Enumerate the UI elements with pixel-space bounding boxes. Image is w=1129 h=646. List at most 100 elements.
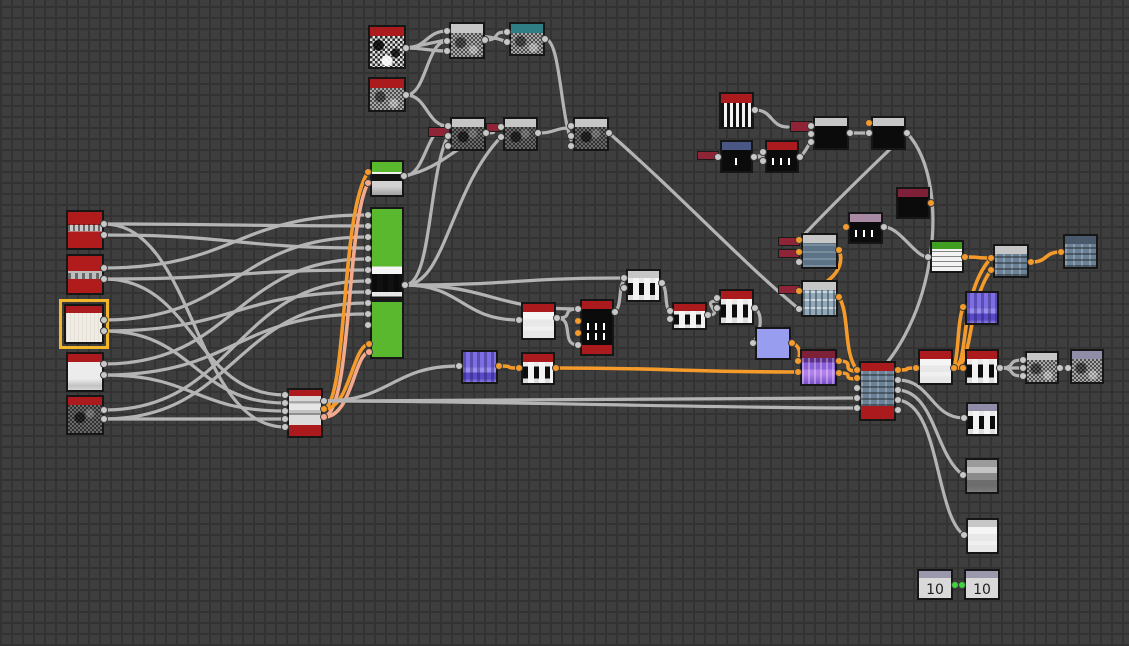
input-port[interactable] — [713, 304, 721, 312]
wire[interactable] — [102, 257, 368, 366]
output-port[interactable] — [796, 153, 804, 161]
output-port[interactable] — [927, 199, 935, 207]
wire[interactable] — [102, 268, 368, 281]
output-port[interactable] — [950, 364, 958, 372]
input-port[interactable] — [713, 294, 721, 302]
mid-red-rows-node[interactable] — [521, 302, 556, 340]
input-port[interactable] — [364, 179, 372, 187]
input-port[interactable] — [794, 357, 802, 365]
input-port[interactable] — [364, 299, 372, 307]
wire[interactable] — [102, 279, 368, 412]
input-port[interactable] — [666, 315, 674, 323]
output-port[interactable] — [100, 415, 108, 423]
input-port[interactable] — [365, 348, 373, 356]
input-port[interactable] — [620, 274, 628, 282]
output-port[interactable] — [495, 362, 503, 370]
src-selected-node[interactable] — [59, 299, 109, 349]
input-port[interactable] — [281, 407, 289, 415]
input-port[interactable] — [794, 368, 802, 376]
tile-gen-1-node[interactable] — [626, 269, 661, 302]
input-port[interactable] — [1019, 364, 1027, 372]
input-port[interactable] — [281, 399, 289, 407]
input-port[interactable] — [281, 415, 289, 423]
input-port[interactable] — [959, 364, 967, 372]
input-port[interactable] — [795, 287, 803, 295]
input-port[interactable] — [1019, 356, 1027, 364]
output-port[interactable] — [996, 364, 1004, 372]
black-mauve-node[interactable] — [848, 212, 883, 244]
output-port[interactable] — [835, 357, 843, 365]
output-port[interactable] — [903, 129, 911, 137]
output-port[interactable] — [605, 129, 613, 137]
green-tall-node[interactable] — [370, 207, 404, 359]
tex-noise-bw-node[interactable] — [368, 25, 406, 69]
tile-gen-3-node[interactable] — [719, 289, 754, 325]
filter-top-1-node[interactable] — [449, 22, 485, 59]
output-port[interactable] — [750, 153, 758, 161]
output-port[interactable] — [100, 231, 108, 239]
output-port[interactable] — [751, 106, 759, 114]
bottom-rows-node[interactable] — [966, 518, 999, 554]
output-port[interactable] — [894, 366, 902, 374]
src-red-stripe-2-node[interactable] — [66, 254, 104, 295]
input-port[interactable] — [960, 414, 968, 422]
input-port[interactable] — [364, 244, 372, 252]
input-port[interactable] — [364, 168, 372, 176]
output-port[interactable] — [541, 35, 549, 43]
wire[interactable] — [403, 134, 450, 287]
input-port[interactable] — [759, 148, 767, 156]
normal-map-1-node[interactable] — [461, 350, 498, 384]
input-port[interactable] — [364, 233, 372, 241]
input-port[interactable] — [443, 47, 451, 55]
output-port[interactable] — [553, 314, 561, 322]
wire[interactable] — [555, 316, 580, 347]
output-port[interactable] — [880, 223, 888, 231]
output-port[interactable] — [400, 172, 408, 180]
output-port[interactable] — [401, 281, 409, 289]
big-red-blend-node[interactable] — [859, 361, 896, 421]
input-port[interactable] — [443, 27, 451, 35]
input-port[interactable] — [567, 132, 575, 140]
wire[interactable] — [322, 170, 370, 411]
output-port[interactable] — [1056, 364, 1064, 372]
input-port[interactable] — [364, 222, 372, 230]
input-port[interactable] — [960, 531, 968, 539]
slate-b-node[interactable] — [801, 280, 838, 317]
input-port[interactable] — [666, 307, 674, 315]
black-a-node[interactable] — [813, 116, 849, 150]
wire[interactable] — [554, 366, 800, 374]
bottom-height-node[interactable] — [965, 458, 999, 494]
black-navy-node[interactable] — [720, 140, 753, 173]
wire[interactable] — [403, 135, 503, 287]
tex-noise-gray-node[interactable] — [368, 77, 406, 112]
filter-mid-1-node[interactable] — [450, 117, 486, 151]
wire[interactable] — [102, 329, 287, 405]
wire[interactable] — [102, 222, 368, 228]
output-port[interactable] — [402, 91, 410, 99]
input-port[interactable] — [759, 157, 767, 165]
filter-mid-2-node[interactable] — [503, 117, 538, 151]
green-small-node[interactable] — [370, 160, 404, 197]
input-port[interactable] — [455, 362, 463, 370]
wire[interactable] — [952, 305, 965, 370]
output-port[interactable] — [100, 360, 108, 368]
input-port[interactable] — [987, 266, 995, 274]
input-port[interactable] — [365, 340, 373, 348]
wire[interactable] — [102, 277, 287, 397]
bottom-tiles-node[interactable] — [966, 402, 999, 436]
slate-c-node[interactable] — [993, 244, 1029, 278]
output-port[interactable] — [100, 275, 108, 283]
input-port[interactable] — [364, 277, 372, 285]
slate-a-node[interactable] — [801, 233, 838, 269]
input-port[interactable] — [795, 305, 803, 313]
input-port[interactable] — [795, 236, 803, 244]
input-port[interactable] — [853, 404, 861, 412]
input-port[interactable] — [959, 303, 967, 311]
wire[interactable] — [102, 235, 368, 322]
input-port[interactable] — [364, 211, 372, 219]
input-port[interactable] — [444, 132, 452, 140]
black-b-node[interactable] — [871, 116, 906, 150]
input-port[interactable] — [567, 142, 575, 150]
output-port[interactable] — [100, 264, 108, 272]
output-port[interactable] — [835, 293, 843, 301]
